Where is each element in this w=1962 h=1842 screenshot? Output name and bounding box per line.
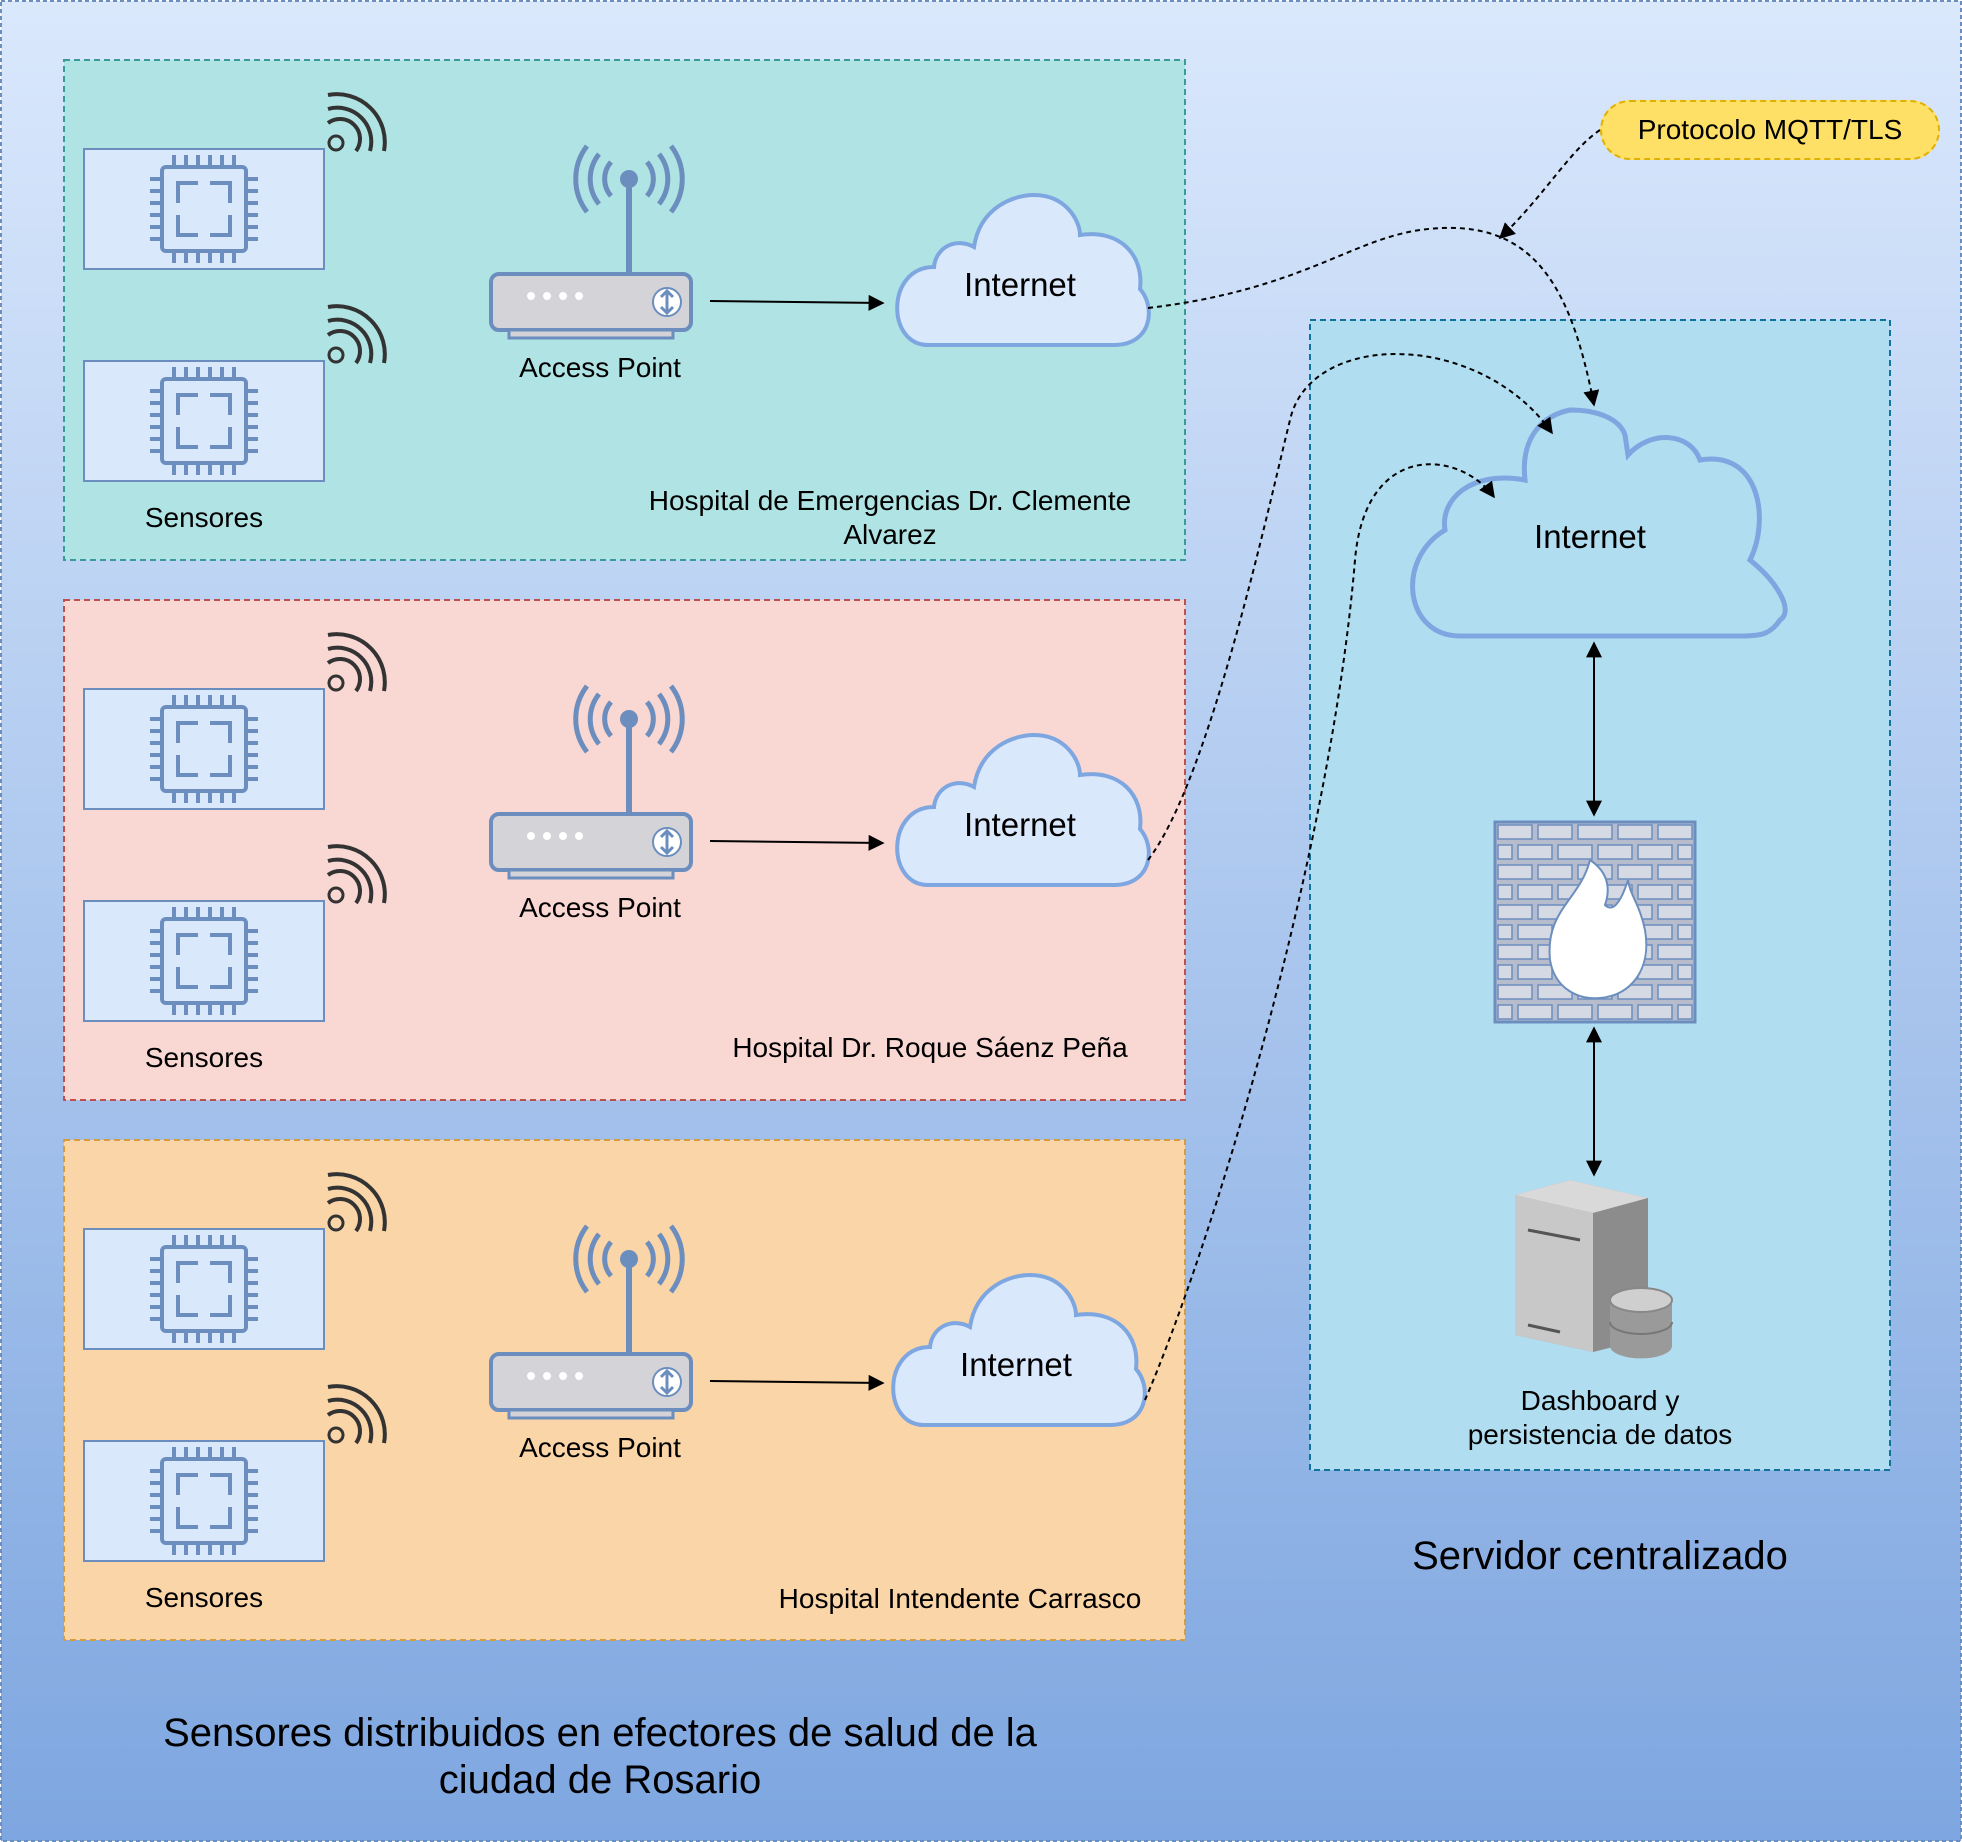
firewall-brick [1557, 844, 1593, 860]
arrow-ap-internet [709, 294, 885, 311]
firewall-brick [1677, 1004, 1693, 1020]
protocol-badge: Protocolo MQTT/TLS [1600, 100, 1940, 160]
firewall-brick [1517, 844, 1553, 860]
firewall-brick [1677, 924, 1693, 940]
hospital-2-name: Hospital Dr. Roque Sáenz Peña [732, 1032, 1128, 1063]
access-point-label: Access Point [519, 1432, 681, 1463]
firewall-brick [1637, 1004, 1673, 1020]
internet-label: Internet [964, 806, 1076, 843]
firewall-brick [1517, 884, 1553, 900]
protocol-pointer [1498, 129, 1601, 240]
firewall-brick [1617, 864, 1653, 880]
link-hospital-1 [1147, 226, 1600, 407]
firewall-brick [1597, 1004, 1633, 1020]
link-hospital-3 [1144, 463, 1495, 1401]
sensors-label: Sensores [144, 502, 264, 533]
hospital-1-name: Hospital de Emergencias Dr. Clemente Alv… [648, 485, 1132, 550]
firewall-brick [1577, 824, 1613, 840]
internet-label: Internet [964, 266, 1076, 303]
firewall-brick [1497, 1004, 1513, 1020]
firewall-brick [1537, 864, 1573, 880]
firewall-brick [1497, 864, 1533, 880]
firewall-brick [1677, 844, 1693, 860]
hospital-3-name: Hospital Intendente Carrasco [778, 1583, 1142, 1614]
sensors-label: Sensores [144, 1582, 264, 1613]
firewall-brick [1597, 844, 1633, 860]
firewall-brick [1677, 964, 1693, 980]
firewall-brick [1637, 884, 1673, 900]
bottom-caption-line2: ciudad de Rosario [438, 1758, 762, 1802]
arrow-ap-internet [709, 1374, 885, 1391]
firewall-brick [1657, 864, 1693, 880]
arrow-ap-internet [709, 834, 885, 851]
firewall-brick [1657, 944, 1693, 960]
firewall-brick [1497, 904, 1533, 920]
server-caption: Servidor centralizado [1412, 1534, 1788, 1578]
firewall-brick [1497, 844, 1513, 860]
storage-label-line1: Dashboard y [1520, 1385, 1680, 1416]
firewall-brick [1537, 824, 1573, 840]
firewall-brick [1497, 824, 1533, 840]
firewall-brick [1657, 984, 1693, 1000]
firewall-brick [1517, 964, 1553, 980]
link-hospital-2 [1147, 353, 1553, 861]
firewall-brick [1497, 884, 1513, 900]
internet-label: Internet [960, 1346, 1072, 1383]
firewall-brick [1497, 924, 1513, 940]
firewall-icon [1493, 820, 1697, 1024]
firewall-brick [1657, 824, 1693, 840]
bottom-caption-line1: Sensores distribuidos en efectores de sa… [163, 1711, 1037, 1755]
server-database-icon [1515, 1180, 1673, 1359]
firewall-brick [1517, 1004, 1553, 1020]
firewall-brick [1637, 844, 1673, 860]
firewall-brick [1517, 924, 1553, 940]
firewall-brick [1497, 984, 1533, 1000]
server-internet-label: Internet [1534, 518, 1646, 555]
firewall-brick [1657, 904, 1693, 920]
access-point-label: Access Point [519, 892, 681, 923]
storage-label-line2: persistencia de datos [1467, 1419, 1733, 1450]
firewall-brick [1617, 824, 1653, 840]
firewall-brick [1677, 884, 1693, 900]
firewall-brick [1497, 964, 1513, 980]
access-point-label: Access Point [519, 352, 681, 383]
sensors-label: Sensores [144, 1042, 264, 1073]
firewall-brick [1557, 1004, 1593, 1020]
firewall-brick [1497, 944, 1533, 960]
